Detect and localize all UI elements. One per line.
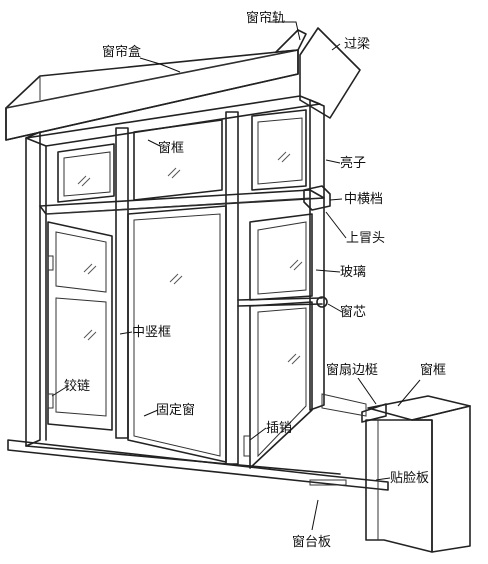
glass-marks <box>77 151 303 365</box>
lintel-block <box>299 27 361 119</box>
label-middle-mullion: 中竖框 <box>132 325 171 340</box>
curtain-box <box>5 29 307 141</box>
label-lintel: 过梁 <box>344 37 370 52</box>
label-face-board: 贴脸板 <box>390 471 429 486</box>
middle-rail-block <box>303 185 331 308</box>
leader-lines <box>51 21 421 531</box>
label-latch: 插销 <box>266 421 292 436</box>
label-sash-stile: 窗扇边梃 <box>326 362 378 378</box>
label-frame-top: 窗框 <box>158 140 184 156</box>
left-opening-sash <box>47 221 113 431</box>
label-frame-side: 窗框 <box>420 362 446 378</box>
right-sash <box>237 213 347 486</box>
label-middle-rail: 中横档 <box>344 192 383 207</box>
label-sill-board: 窗台板 <box>292 534 331 550</box>
label-curtain-box: 窗帘盒 <box>102 44 141 60</box>
label-glass: 玻璃 <box>340 265 366 280</box>
diagram-labels: 窗帘轨 过梁 窗帘盒 窗框 亮子 中横档 上冒头 玻璃 窗芯 中竖框 窗扇边梃 … <box>64 10 446 550</box>
label-transom-light: 亮子 <box>340 155 366 171</box>
label-horn: 上冒头 <box>346 231 385 246</box>
label-fixed-window: 固定窗 <box>156 402 195 418</box>
transom-lights <box>57 109 307 203</box>
window-frame <box>7 95 389 491</box>
label-curtain-rail: 窗帘轨 <box>246 10 285 26</box>
label-mullion-core: 窗芯 <box>340 304 366 320</box>
fixed-window-pane <box>127 205 227 463</box>
label-hinge: 铰链 <box>64 379 90 394</box>
